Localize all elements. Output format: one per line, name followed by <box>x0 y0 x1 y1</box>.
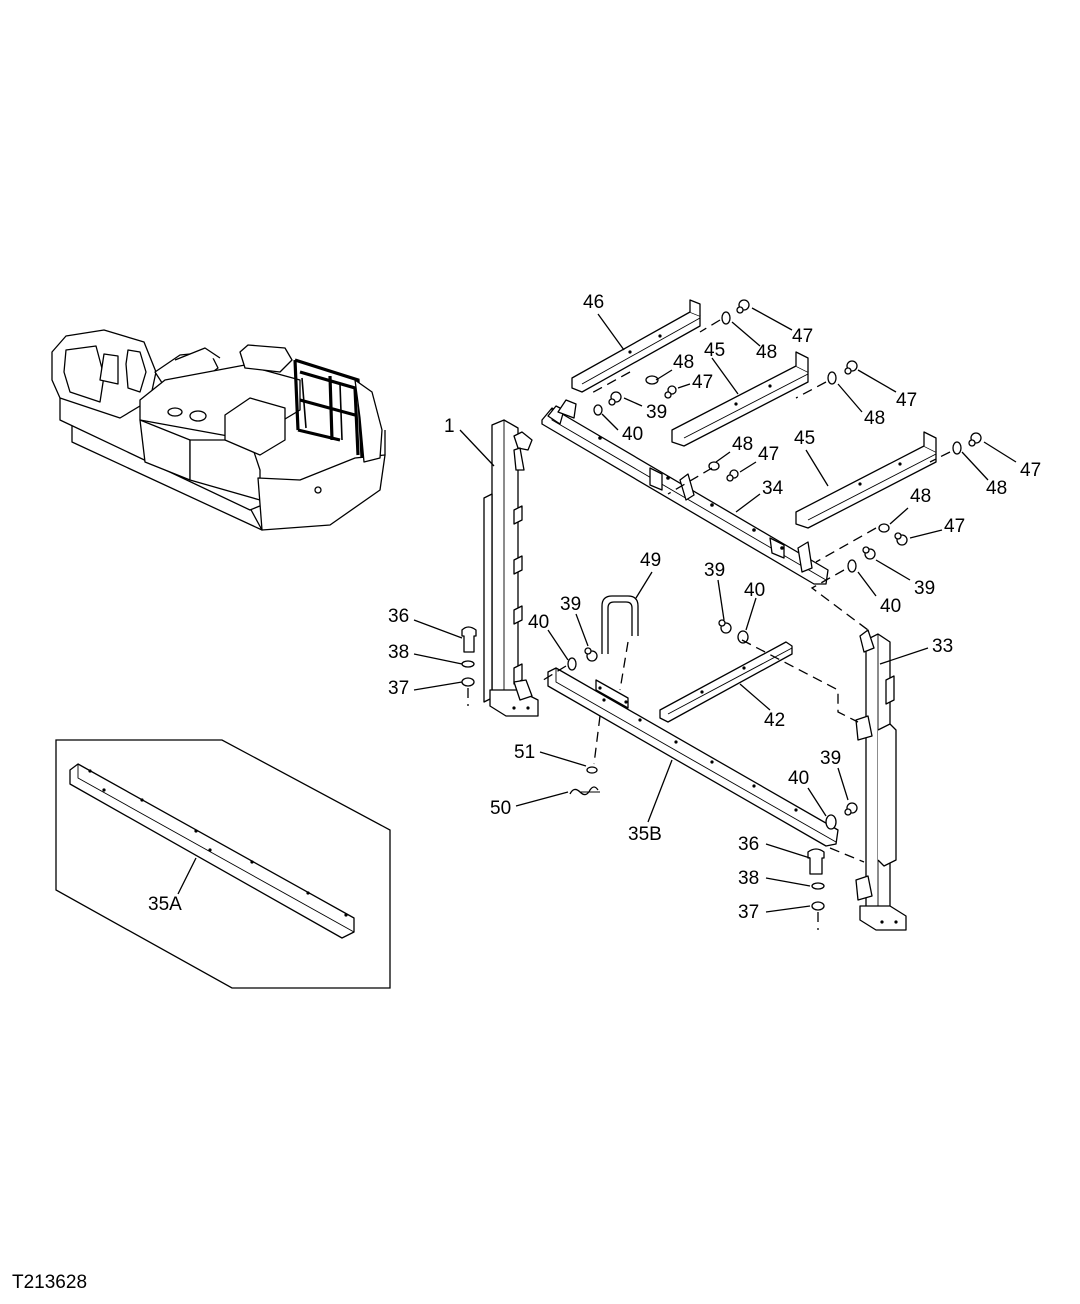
callout-45: 45 <box>794 428 815 449</box>
callout-45: 45 <box>704 340 725 361</box>
callout-48: 48 <box>756 342 777 363</box>
callout-48: 48 <box>732 434 753 455</box>
callout-39: 39 <box>914 578 935 599</box>
callout-48: 48 <box>673 352 694 373</box>
callout-39: 39 <box>646 402 667 423</box>
callout-36: 36 <box>738 834 759 855</box>
callout-35a: 35A <box>148 894 182 915</box>
callout-1: 1 <box>444 416 455 437</box>
callout-36: 36 <box>388 606 409 627</box>
callout-35b: 35B <box>628 824 662 845</box>
callout-40: 40 <box>528 612 549 633</box>
callout-48: 48 <box>864 408 885 429</box>
callout-47: 47 <box>896 390 917 411</box>
callout-47: 47 <box>944 516 965 537</box>
frame-assembly <box>461 299 982 931</box>
callout-38: 38 <box>388 642 409 663</box>
callout-40: 40 <box>622 424 643 445</box>
callout-37: 37 <box>738 902 759 923</box>
callout-34: 34 <box>762 478 784 499</box>
excavator-overview-illustration <box>51 329 386 531</box>
inset-detail-35a <box>55 739 391 989</box>
callout-46: 46 <box>583 292 604 313</box>
callout-42: 42 <box>764 710 785 731</box>
callout-39: 39 <box>704 560 725 581</box>
callout-48: 48 <box>910 486 931 507</box>
leader-lines <box>413 307 1017 913</box>
callout-50: 50 <box>490 798 511 819</box>
callout-38: 38 <box>738 868 759 889</box>
callout-labels: 46 47 48 48 45 47 47 48 39 40 1 48 47 45… <box>148 292 1041 923</box>
callout-40: 40 <box>744 580 765 601</box>
callout-37: 37 <box>388 678 409 699</box>
callout-47: 47 <box>758 444 779 465</box>
callout-39: 39 <box>820 748 841 769</box>
callout-51: 51 <box>514 742 535 763</box>
callout-40: 40 <box>880 596 901 617</box>
callout-47: 47 <box>792 326 813 347</box>
figure-id: T213628 <box>12 1272 88 1293</box>
callout-47: 47 <box>1020 460 1041 481</box>
callout-40: 40 <box>788 768 809 789</box>
callout-48: 48 <box>986 478 1007 499</box>
callout-47: 47 <box>692 372 713 393</box>
callout-49: 49 <box>640 550 661 571</box>
callout-39: 39 <box>560 594 581 615</box>
callout-33: 33 <box>932 636 953 657</box>
